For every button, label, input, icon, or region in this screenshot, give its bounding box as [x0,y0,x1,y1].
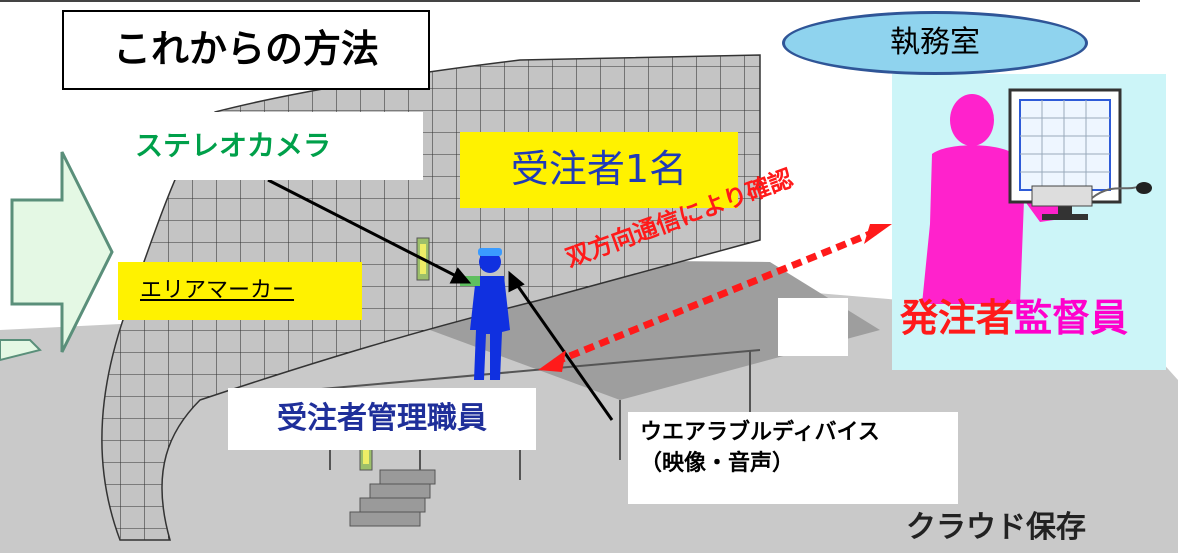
keyboard-icon [1031,185,1093,207]
page-title: これからの方法 [62,10,430,90]
monitor-icon [1008,88,1122,220]
arrow-tail-fragment [0,339,42,362]
bidirectional-arrow [538,224,892,372]
wearable-device-label: ウエアラブルディバイス （映像・音声） [628,412,958,504]
cloud-storage-label: クラウド保存 [906,510,1086,545]
blank-white-box [778,298,848,356]
supervisor-label-part1: 発注者 [900,296,1015,340]
wearable-label-line1: ウエアラブルディバイス [640,420,880,445]
worker-silhouette-icon [460,248,510,380]
office-room-label: 執務室 [782,11,1088,75]
supervisor-label-part2: 監督員 [1014,296,1129,340]
area-marker-label: エリアマーカー [118,262,362,320]
pointer-arrows [267,178,614,421]
stereo-camera-label: ステレオカメラ [127,112,423,180]
worker-label: 受注者1名 [460,132,738,208]
mouse-icon [1091,182,1152,199]
wearable-label-line2: （映像・音声） [640,450,795,476]
big-right-arrow-icon [10,151,114,353]
stairs [349,469,436,527]
manager-label: 受注者管理職員 [228,388,536,450]
supervisor-label: 発注者監督員 [900,296,1128,342]
supervisor-drawing [922,88,1152,304]
